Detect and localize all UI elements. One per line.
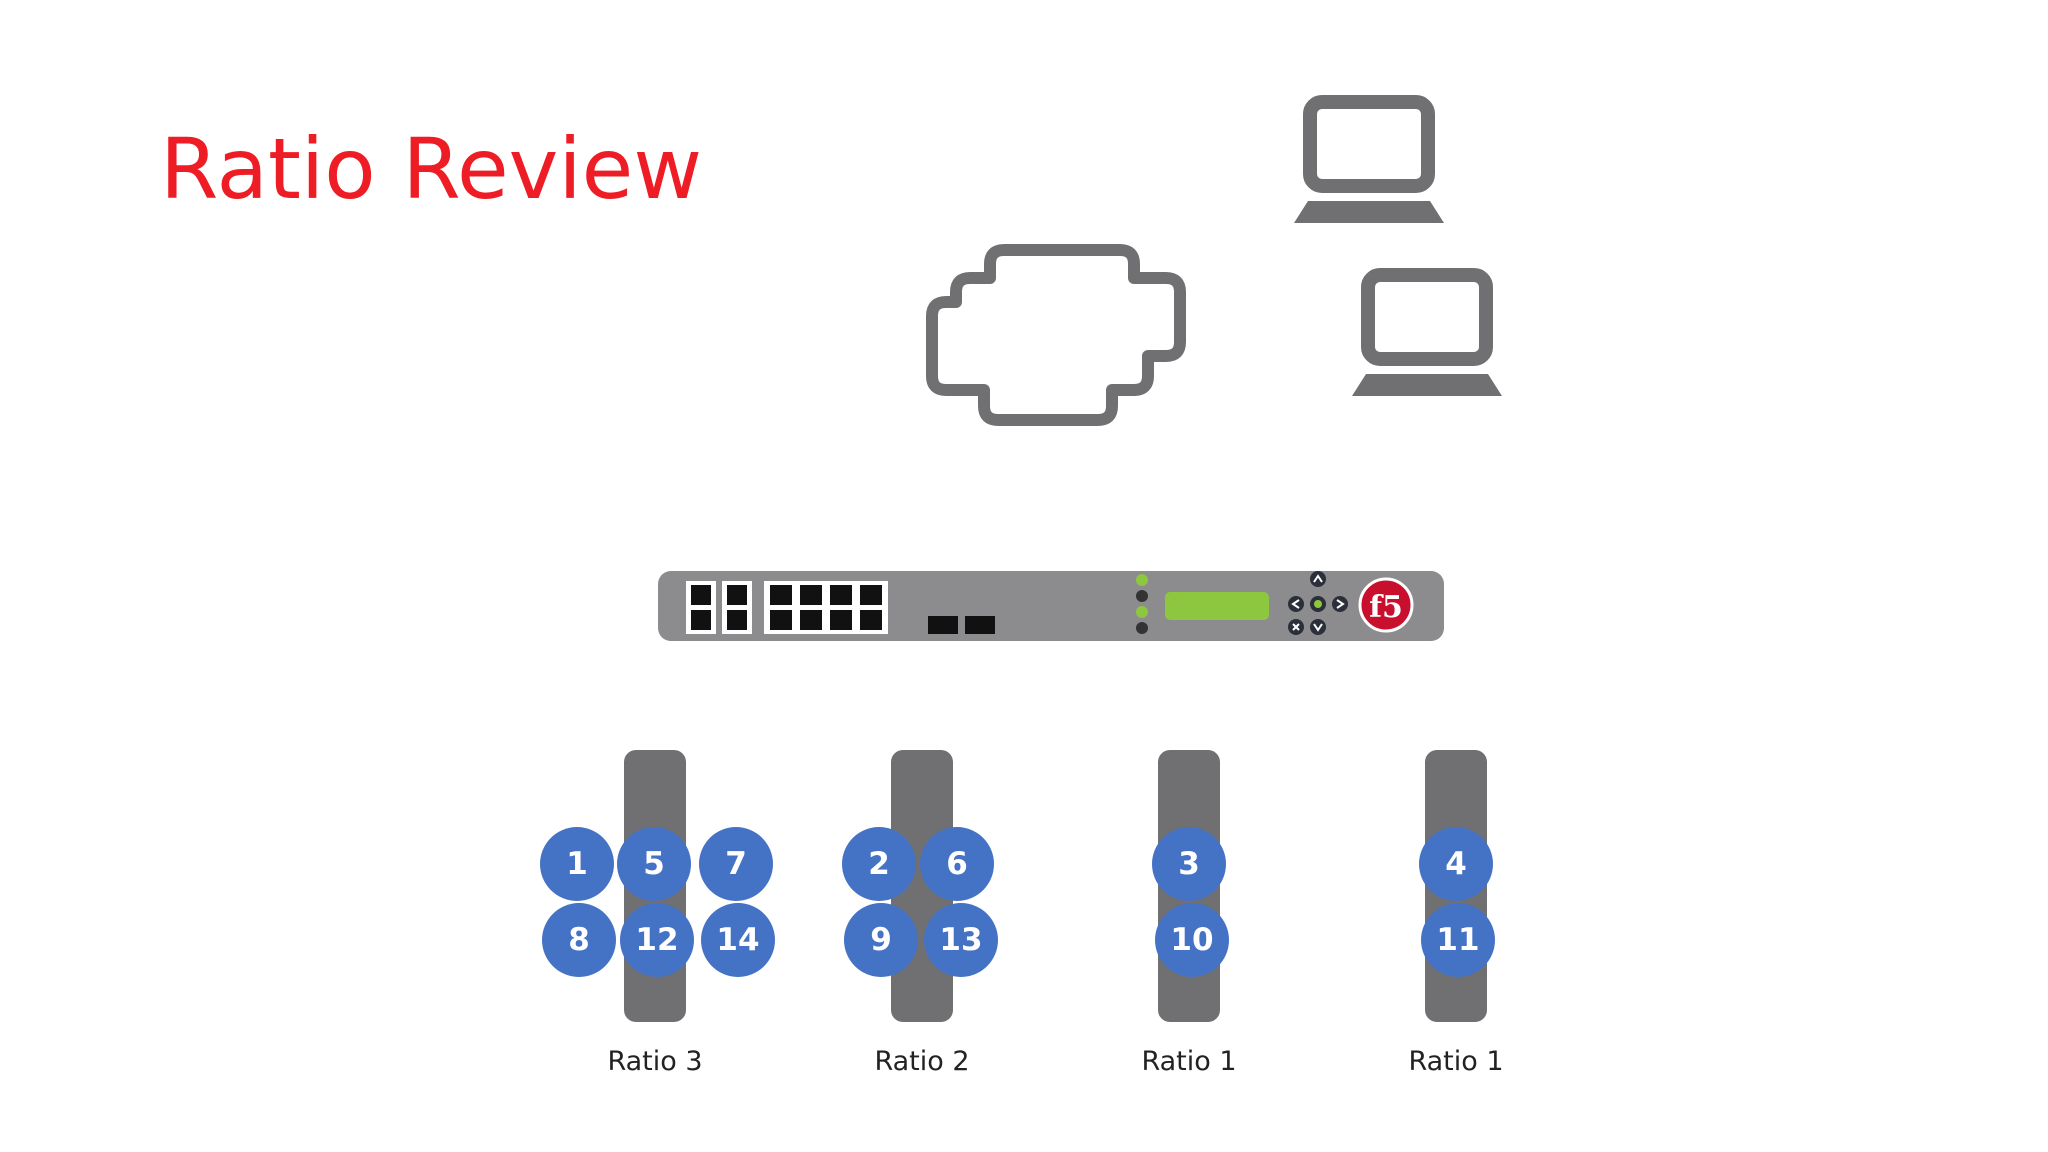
slide-title: Ratio Review [160, 120, 703, 218]
mgmt-ports-icon [686, 581, 752, 634]
connection-badge: 10 [1155, 903, 1229, 977]
connection-badge: 7 [699, 827, 773, 901]
pool-ratio-label: Ratio 3 [607, 1046, 703, 1077]
connection-badge: 9 [844, 903, 918, 977]
connection-badge: 1 [540, 827, 614, 901]
f5-logo-icon: f5 [1358, 577, 1414, 633]
laptop-icon [1294, 95, 1444, 223]
connection-badge: 5 [617, 827, 691, 901]
laptop-icon [1352, 268, 1502, 396]
svg-text:f5: f5 [1369, 590, 1403, 625]
pool-ratio-label: Ratio 1 [1141, 1046, 1237, 1077]
connection-badge: 11 [1421, 903, 1495, 977]
connection-badge: 3 [1152, 827, 1226, 901]
connection-badge: 8 [542, 903, 616, 977]
connection-badge: 12 [620, 903, 694, 977]
connection-badge: 2 [842, 827, 916, 901]
connection-badge: 6 [920, 827, 994, 901]
connection-badge: 13 [924, 903, 998, 977]
f5-big-ip-appliance-icon: f5 [658, 571, 1444, 641]
connection-badge: 14 [701, 903, 775, 977]
connection-badge: 4 [1419, 827, 1493, 901]
pool-ratio-label: Ratio 1 [1408, 1046, 1504, 1077]
ethernet-ports-icon [764, 581, 888, 634]
cloud-icon [926, 244, 1186, 426]
pool-ratio-label: Ratio 2 [874, 1046, 970, 1077]
lcd-screen [1165, 592, 1269, 620]
keypad-icon [1288, 571, 1348, 635]
